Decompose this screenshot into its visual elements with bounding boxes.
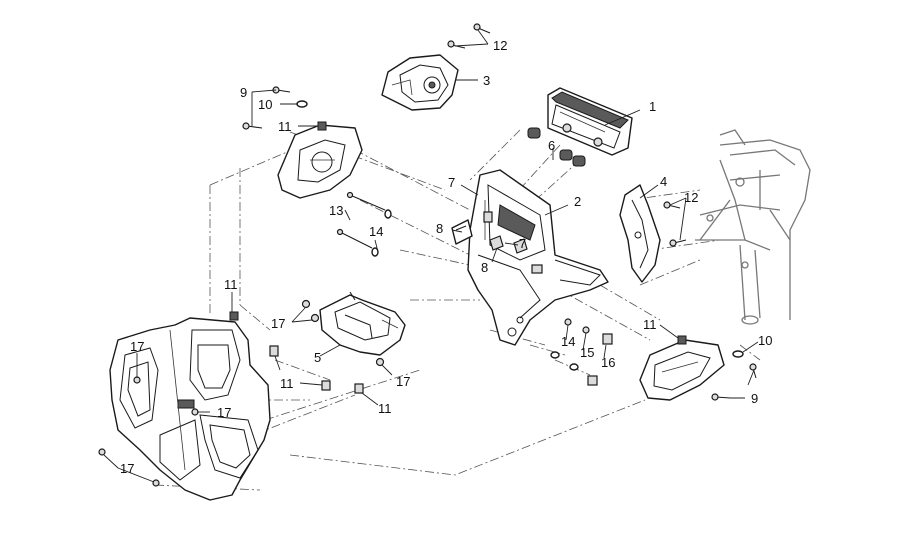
callout-17-front-mid: 17: [217, 405, 231, 420]
callout-13: 13: [329, 203, 343, 218]
callout-11-right: 11: [643, 317, 657, 332]
callout-15: 15: [580, 345, 594, 360]
leader-lines: [103, 29, 759, 483]
callout-8-left: 8: [436, 221, 443, 236]
frame-part: [695, 129, 811, 325]
callout-2: 2: [574, 194, 581, 209]
callout-14-left: 14: [369, 224, 383, 239]
callout-1: 1: [649, 99, 656, 114]
front-fairing: [109, 317, 271, 501]
callout-7-upper: 7: [448, 175, 455, 190]
callout-4: 4: [660, 174, 667, 189]
callout-11-top: 11: [278, 119, 292, 134]
callout-5: 5: [314, 350, 321, 365]
callout-labels: 1 2 3 4 5 6 7 7 8 8 9 9 10 10 11 11 11 1…: [120, 38, 772, 476]
callout-12-top: 12: [493, 38, 507, 53]
callout-10-left: 10: [258, 97, 272, 112]
callout-9-left: 9: [240, 85, 247, 100]
callout-8-center: 8: [481, 260, 488, 275]
callout-14-right: 14: [561, 334, 575, 349]
callout-17-front-bottom: 17: [120, 461, 134, 476]
part-5-holder: [319, 291, 406, 356]
right-lower-cover: [639, 339, 725, 401]
part-6-bushings: [527, 127, 586, 167]
callout-17-holder-left: 17: [271, 316, 285, 331]
part-4-side-bracket: [619, 184, 661, 283]
callout-11-bottom: 11: [378, 401, 392, 416]
callout-17-holder-right: 17: [396, 374, 410, 389]
part-2-bracket: [467, 169, 609, 346]
callout-17-front-top: 17: [130, 339, 144, 354]
callout-11-left: 11: [224, 277, 238, 292]
callout-7-lower: 7: [519, 236, 526, 251]
part-3-cover: [381, 54, 459, 111]
fasteners: [98, 23, 757, 487]
callout-11-bottom-left: 11: [280, 376, 294, 391]
callout-10-right: 10: [758, 333, 772, 348]
part-1-instrument-cluster: [547, 87, 633, 156]
callout-3: 3: [483, 73, 490, 88]
callout-9-right: 9: [751, 391, 758, 406]
callout-16: 16: [601, 355, 615, 370]
left-rear-cover: [277, 124, 363, 199]
callout-12-right: 12: [684, 190, 698, 205]
callout-6: 6: [548, 138, 555, 153]
